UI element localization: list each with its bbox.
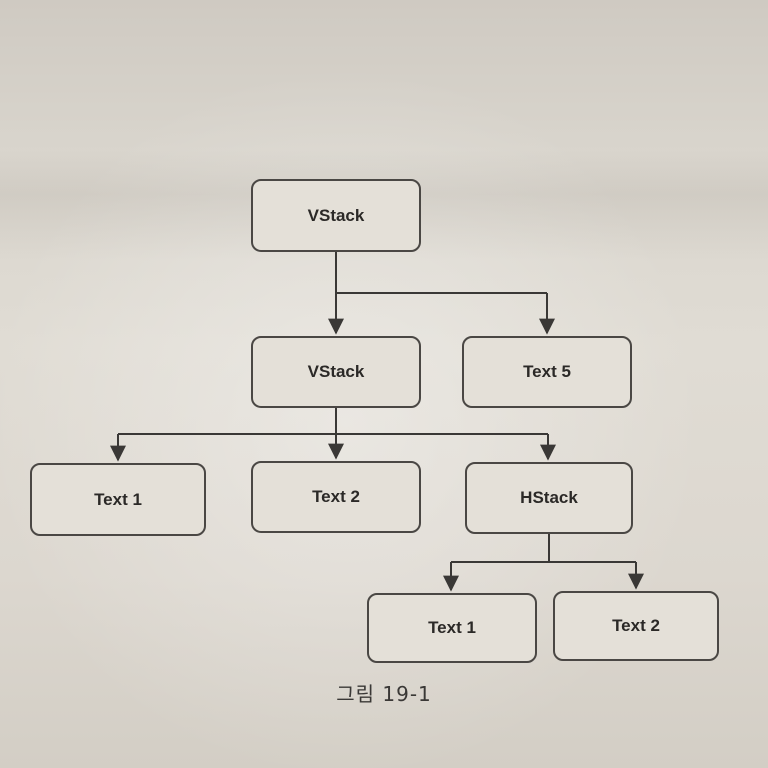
node-text2: Text 2 bbox=[251, 461, 421, 533]
node-hstack: HStack bbox=[465, 462, 633, 534]
node-text5: Text 5 bbox=[462, 336, 632, 408]
node-label: HStack bbox=[520, 488, 578, 507]
node-label: VStack bbox=[307, 205, 365, 225]
node-hstack-text2: Text 2 bbox=[553, 591, 719, 661]
node-text1: Text 1 bbox=[30, 463, 206, 536]
node-label: Text 2 bbox=[312, 487, 360, 506]
node-hstack-text1: Text 1 bbox=[367, 593, 537, 663]
node-vstack: VStack bbox=[251, 336, 421, 408]
node-label: Text 1 bbox=[94, 489, 142, 509]
node-label: Text 1 bbox=[428, 618, 476, 637]
node-label: Text 5 bbox=[523, 362, 571, 381]
node-label: VStack bbox=[307, 362, 365, 381]
figure-caption: 그림 19-1 bbox=[336, 682, 432, 706]
node-label: Text 2 bbox=[612, 616, 660, 635]
node-root-vstack: VStack bbox=[251, 179, 421, 252]
